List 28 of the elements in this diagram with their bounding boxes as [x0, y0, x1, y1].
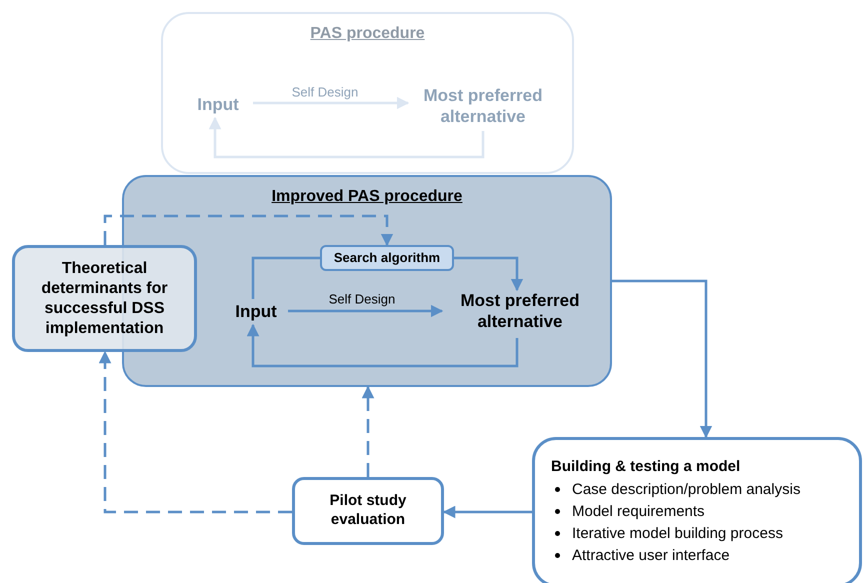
arrow — [208, 116, 484, 158]
node-text: Most preferred alternative — [442, 290, 598, 338]
arrow — [98, 350, 292, 514]
arrow — [362, 386, 374, 477]
process-box: Theoretical determinants for successful DSS implementation — [12, 245, 197, 352]
arrow — [288, 304, 444, 318]
arrow — [104, 214, 394, 246]
process-box: Pilot study evaluation — [292, 477, 444, 545]
box-title: PAS procedure — [309, 24, 426, 44]
edge-label: Self Design — [328, 290, 396, 308]
arrow — [454, 256, 524, 292]
bullet-item: Model requirements — [572, 502, 705, 522]
bullet-item: Attractive user interface — [572, 546, 730, 566]
node-text: Input — [224, 299, 288, 325]
edge-label: Self Design — [292, 83, 358, 102]
box-heading: Building & testing a model — [551, 457, 742, 477]
arrow — [612, 280, 712, 438]
faded-process-box — [161, 12, 574, 174]
arrow — [246, 324, 518, 368]
bullet-item: Case description/problem analysis — [572, 480, 800, 500]
node-text: Most preferred alternative — [408, 85, 558, 131]
box-title: Improved PAS procedure — [270, 187, 464, 207]
node-text: Input — [183, 92, 253, 118]
process-box — [532, 437, 862, 583]
arrow — [442, 506, 532, 518]
bullet-item: Iterative model building process — [572, 524, 783, 544]
process-box: Search algorithm — [320, 245, 454, 271]
arrow — [253, 96, 410, 110]
